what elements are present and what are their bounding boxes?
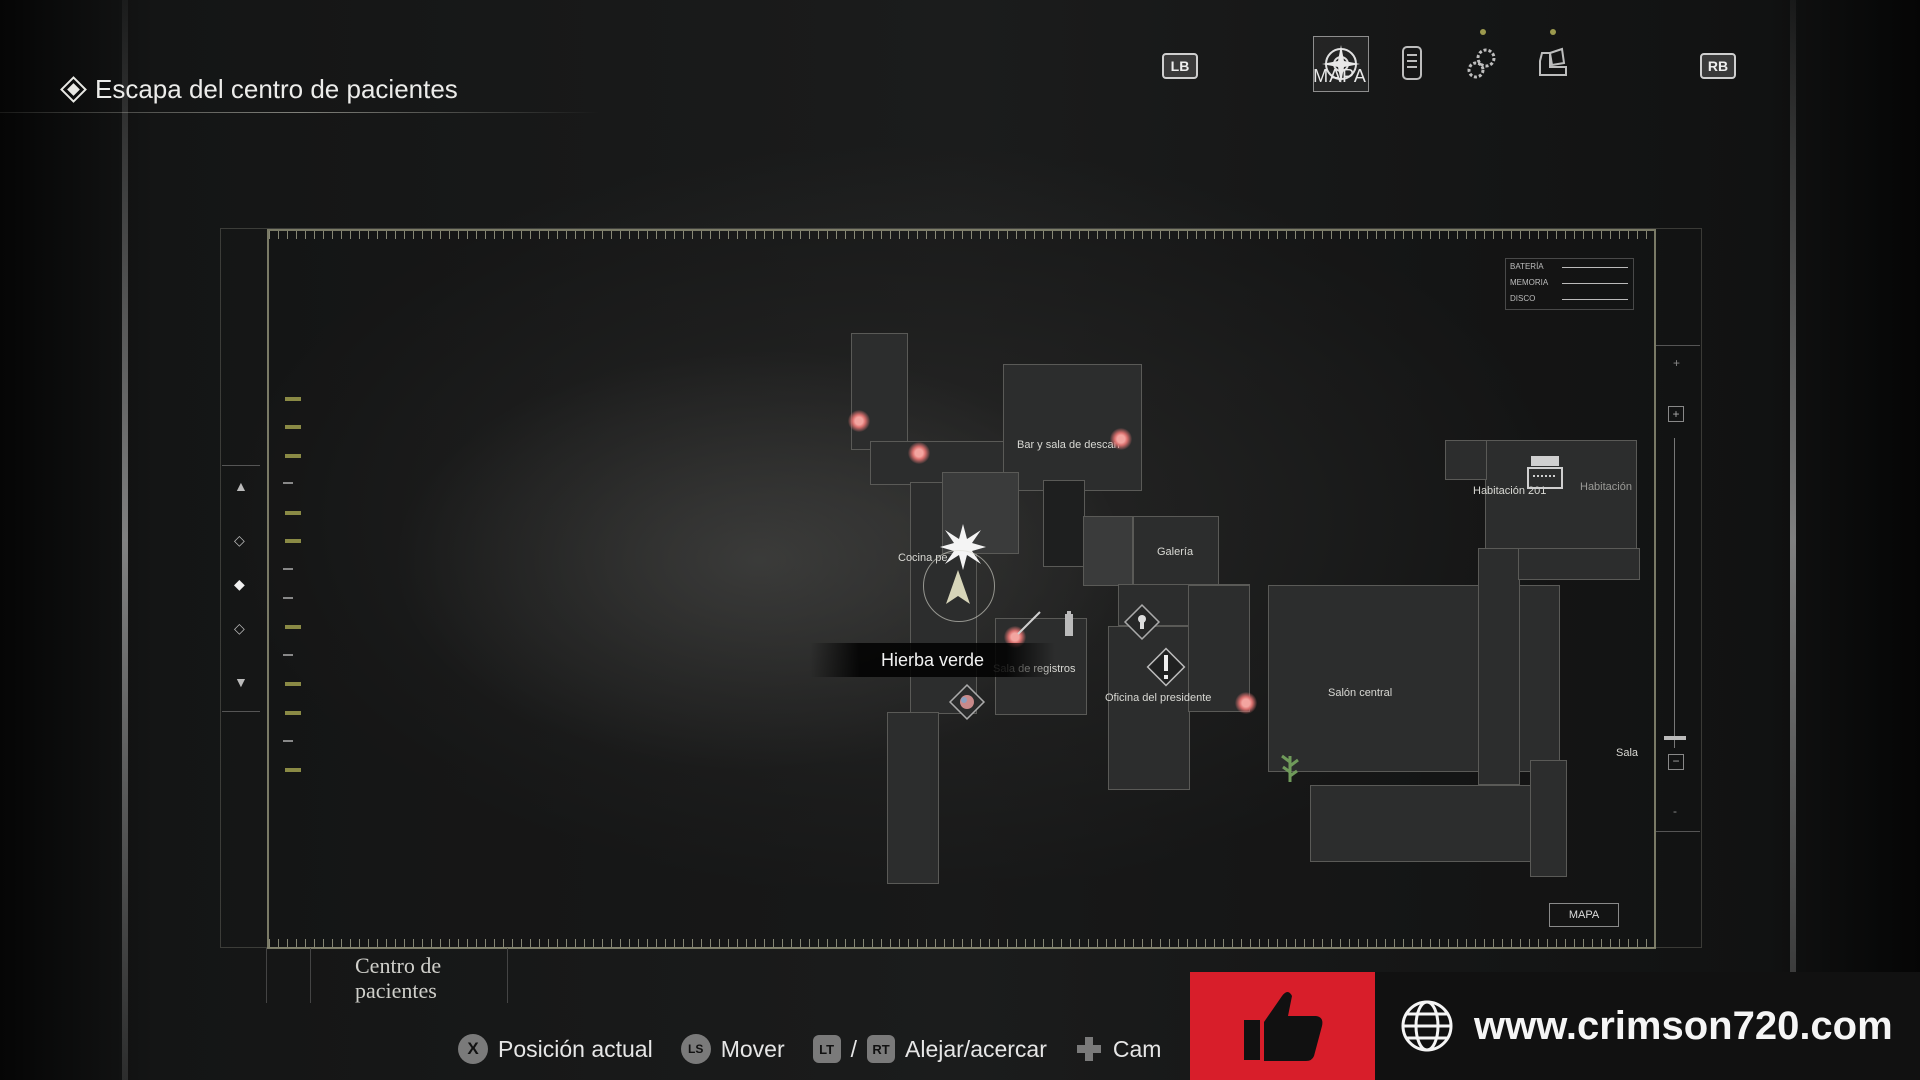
map-room bbox=[1188, 585, 1250, 712]
tab-upgrades[interactable] bbox=[1455, 36, 1509, 90]
map-room bbox=[1518, 548, 1640, 580]
control-label: Cam bbox=[1112, 1035, 1162, 1062]
room-label: Habitación bbox=[1580, 481, 1632, 493]
floor-selector: ▲ ◇ ◆ ◇ ▼ bbox=[222, 465, 260, 712]
gears-icon bbox=[1467, 48, 1496, 79]
player-position-ring bbox=[923, 550, 995, 622]
control-label: Posición actual bbox=[498, 1035, 653, 1062]
light-pillar-right bbox=[1790, 0, 1796, 1080]
zoom-tick-icon: + bbox=[1673, 356, 1681, 370]
item-tooltip: Hierba verde bbox=[810, 643, 1055, 677]
inventory-box-icon bbox=[1539, 47, 1567, 76]
rt-trigger-icon: RT bbox=[867, 1035, 895, 1063]
map-room bbox=[1003, 364, 1142, 491]
map-room bbox=[1310, 785, 1567, 862]
files-icon bbox=[1402, 46, 1422, 80]
floor-marker-icon[interactable]: ◇ bbox=[234, 532, 245, 548]
area-name-line: Centro de bbox=[355, 953, 442, 978]
map-room bbox=[1043, 480, 1085, 567]
promo-banner[interactable]: www.crimson720.com bbox=[1190, 972, 1920, 1080]
map-room bbox=[1530, 760, 1567, 877]
room-label: Sala bbox=[1616, 747, 1639, 759]
zoom-out-icon[interactable]: − bbox=[1668, 754, 1684, 770]
light-pillar-left bbox=[122, 0, 128, 1080]
room-label: Bar y sala de descan bbox=[1017, 439, 1120, 451]
floor-marker-icon[interactable]: ◇ bbox=[234, 620, 245, 636]
map-room bbox=[1485, 440, 1637, 552]
tab-files[interactable] bbox=[1385, 36, 1439, 90]
rb-button[interactable]: RB bbox=[1700, 53, 1736, 79]
control-label: Mover bbox=[720, 1035, 785, 1062]
red-herb-icon[interactable] bbox=[1110, 428, 1132, 450]
room-label: Oficina del presidente bbox=[1105, 692, 1212, 704]
player-arrow-icon bbox=[946, 570, 970, 604]
room-label: Galería bbox=[1157, 546, 1194, 558]
objective-diamond-icon bbox=[60, 76, 87, 103]
status-row-memory: MEMORIA bbox=[1506, 275, 1633, 291]
lb-button[interactable]: LB bbox=[1162, 53, 1198, 79]
current-floor-marker-icon[interactable]: ◆ bbox=[234, 576, 245, 592]
status-panel: BATERÍA MEMORIA DISCO bbox=[1505, 258, 1634, 310]
thumbs-up-icon bbox=[1243, 992, 1322, 1061]
ruler-bottom bbox=[269, 939, 1654, 947]
knife-item-icon[interactable] bbox=[1014, 608, 1044, 638]
new-indicator-dot bbox=[1550, 29, 1556, 35]
map-room bbox=[1478, 548, 1520, 785]
zoom-track bbox=[1674, 438, 1675, 748]
tab-inventory[interactable] bbox=[1525, 36, 1579, 90]
objective-text: Escapa del centro de pacientes bbox=[95, 74, 458, 104]
map-room bbox=[1083, 516, 1133, 586]
map-room bbox=[1108, 626, 1190, 790]
locked-door-keyhole-icon[interactable] bbox=[1122, 602, 1162, 642]
zoom-handle[interactable] bbox=[1664, 736, 1686, 740]
dpad-icon bbox=[1076, 1037, 1101, 1061]
red-herb-icon[interactable] bbox=[1235, 692, 1257, 714]
red-herb-icon[interactable] bbox=[908, 442, 930, 464]
green-herb-icon[interactable] bbox=[1278, 750, 1302, 784]
globe-icon bbox=[1401, 1000, 1453, 1052]
objective: Escapa del centro de pacientes bbox=[60, 74, 458, 105]
tab-map-label: MAPA bbox=[1313, 66, 1367, 86]
area-name: Centro de pacientes bbox=[355, 953, 441, 1003]
floor-up-arrow-icon[interactable]: ▲ bbox=[234, 478, 248, 494]
objective-underline bbox=[0, 112, 600, 113]
item-marker-icon[interactable] bbox=[947, 682, 987, 722]
ls-stick-icon: LS bbox=[680, 1034, 711, 1064]
map-room bbox=[1445, 440, 1487, 480]
ruler-top bbox=[269, 231, 1654, 239]
red-herb-icon[interactable] bbox=[848, 410, 870, 432]
zoom-in-icon[interactable]: + bbox=[1668, 406, 1684, 422]
promo-like-box bbox=[1190, 972, 1375, 1080]
tab-map[interactable] bbox=[1313, 36, 1369, 92]
map-room bbox=[887, 712, 939, 884]
promo-text: www.crimson720.com bbox=[1400, 972, 1893, 1080]
status-row-battery: BATERÍA bbox=[1506, 259, 1633, 275]
objective-alert-icon[interactable] bbox=[1144, 645, 1188, 689]
area-name-line: pacientes bbox=[355, 978, 437, 1003]
battery-item-icon[interactable] bbox=[1062, 610, 1076, 640]
zoom-tick-icon: - bbox=[1673, 804, 1677, 818]
floor-down-arrow-icon[interactable]: ▼ bbox=[234, 674, 248, 690]
lt-trigger-icon: LT bbox=[812, 1035, 841, 1063]
zoom-slider[interactable]: + + − - bbox=[1656, 345, 1700, 832]
area-box bbox=[266, 948, 508, 1003]
promo-url[interactable]: www.crimson720.com bbox=[1474, 1003, 1893, 1048]
map-room bbox=[851, 333, 908, 450]
controls-hint-bar: X Posición actual LS Mover LT / RT Aleja… bbox=[458, 1034, 1161, 1064]
new-indicator-dot bbox=[1480, 29, 1486, 35]
x-button-icon: X bbox=[458, 1034, 488, 1064]
typewriter-save-icon[interactable] bbox=[1525, 452, 1565, 496]
control-label: Alejar/acercar bbox=[905, 1035, 1047, 1062]
status-row-disk: DISCO bbox=[1506, 291, 1633, 307]
room-label: Salón central bbox=[1328, 687, 1393, 699]
control-separator: / bbox=[850, 1035, 857, 1062]
compass-map-icon bbox=[1322, 45, 1360, 83]
map-badge: MAPA bbox=[1549, 903, 1619, 927]
